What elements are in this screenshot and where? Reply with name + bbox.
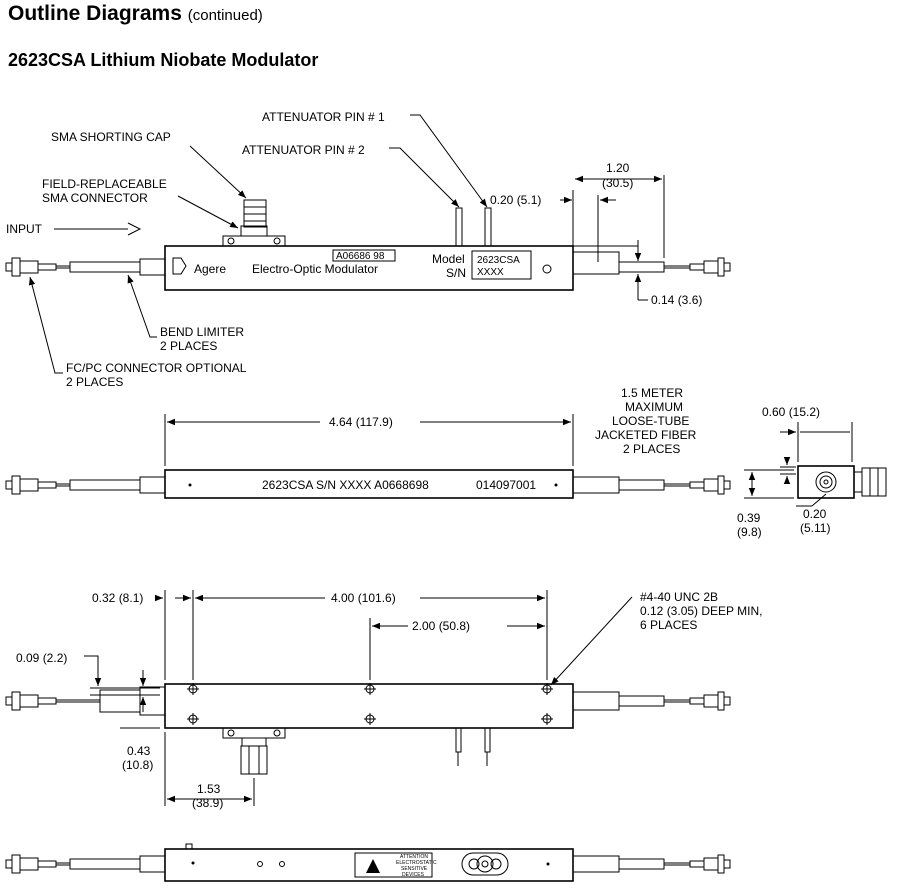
dim-fiber-offset: 0.14 (3.6) [651, 293, 702, 307]
right-fcpc-connector-3 [572, 691, 731, 711]
hole-spec-3: 6 PLACES [640, 618, 697, 632]
dim-sma-position-in: 1.53 [197, 782, 221, 796]
field-replaceable-label-1: FIELD-REPLACEABLE [42, 177, 167, 191]
model-box [471, 250, 532, 280]
brand-label: Agere [194, 262, 226, 276]
left-fcpc-connector-4 [5, 854, 166, 874]
fcpc-label-2: 2 PLACES [66, 375, 123, 389]
esd-text-4: DEVICES [402, 872, 425, 878]
modulator-body [164, 245, 574, 291]
hole-spec-1: #4-40 UNC 2B [640, 590, 718, 604]
page-title: Outline Diagrams (continued) [8, 2, 263, 26]
side-view: 2623CSA S/N XXXX A0668698 014097001 4.64… [5, 386, 887, 539]
sn-value: XXXX [477, 267, 504, 278]
hole-spec-2: 0.12 (3.05) DEEP MIN, [640, 604, 763, 618]
dim-end-height-in: 0.39 [737, 511, 761, 525]
esd-warning-icon [366, 859, 380, 873]
model-label: Model [432, 252, 465, 266]
attenuator-pins [455, 207, 492, 247]
end-view-profile [797, 465, 887, 499]
attenuator-pin-2-label: ATTENUATOR PIN # 2 [242, 143, 365, 157]
esd-warning-label [354, 852, 433, 878]
led-indicator [542, 264, 552, 274]
left-fcpc-connector-3 [5, 686, 166, 716]
attenuator-pin-1-label: ATTENUATOR PIN # 1 [262, 110, 385, 124]
dim-pin-spacing: 0.20 (5.1) [490, 193, 541, 207]
dim-sma-position-mm: (38.9) [192, 796, 223, 810]
fcpc-label-1: FC/PC CONNECTOR OPTIONAL [66, 361, 247, 375]
right-fcpc-connector-2 [572, 475, 731, 495]
left-fcpc-connector [5, 257, 70, 277]
field-replaceable-label-2: SMA CONNECTOR [42, 191, 148, 205]
part-code-box [332, 249, 396, 262]
dim-edge: 0.09 (2.2) [16, 651, 67, 665]
right-fcpc-connector-4 [572, 854, 731, 874]
dim-half-span: 2.00 (50.8) [412, 619, 470, 633]
dim-boot-length-in: 1.20 [606, 161, 630, 175]
page-subtitle: 2623CSA Lithium Niobate Modulator [8, 50, 319, 70]
right-bend-limiter [572, 251, 690, 275]
label-view: ATTENTION ELECTROSTATIC SENSITIVE DEVICE… [5, 843, 731, 882]
sma-connector-bottom [222, 727, 286, 775]
dim-end-offset-mm: (5.11) [800, 521, 830, 535]
dim-first-hole: 0.32 (8.1) [92, 591, 143, 605]
dim-hole-span: 4.00 (101.6) [331, 591, 396, 605]
dim-end-height-mm: (9.8) [737, 525, 762, 539]
esd-text-1: ATTENTION [400, 854, 428, 860]
esd-text-3: SENSITIVE [401, 866, 428, 872]
sma-connector [222, 199, 286, 247]
part-code: A06686 98 [336, 251, 385, 262]
bottom-view: 0.32 (8.1) 4.00 (101.6) 2.00 (50.8) #4-4… [5, 590, 763, 810]
attenuator-pins-bottom [455, 727, 491, 766]
modulator-body-bottom [164, 683, 574, 729]
input-label: INPUT [6, 222, 43, 236]
bend-limiter-label-2: 2 PLACES [160, 339, 217, 353]
mounting-holes [187, 683, 553, 725]
esd-text-2: ELECTROSTATIC [396, 860, 437, 866]
product-label: Electro-Optic Modulator [252, 262, 378, 276]
model-value: 2623CSA [477, 255, 520, 266]
sma-cap-label: SMA SHORTING CAP [51, 130, 171, 144]
body-code: 014097001 [476, 478, 536, 492]
top-view: Agere Electro-Optic Modulator A06686 98 … [5, 110, 731, 389]
body-marking: 2623CSA S/N XXXX A0668698 [262, 478, 429, 492]
dim-boot-length-mm: (30.5) [602, 176, 633, 190]
input-direction-arrow-icon [127, 222, 142, 236]
fiber-note-2: MAXIMUM [625, 400, 683, 414]
fiber-note-5: 2 PLACES [623, 442, 680, 456]
bend-limiter-label-1: BEND LIMITER [160, 325, 244, 339]
right-fcpc-connector [689, 257, 731, 277]
left-bend-limiter [69, 258, 166, 276]
dim-body-length: 4.64 (117.9) [329, 415, 393, 429]
dim-end-offset-in: 0.20 [803, 507, 827, 521]
modulator-body-label [164, 848, 574, 882]
fiber-note-1: 1.5 METER [621, 386, 683, 400]
fiber-note-3: LOOSE-TUBE [612, 414, 689, 428]
sn-label: S/N [446, 266, 466, 280]
dim-end-width: 0.60 (15.2) [762, 405, 820, 419]
modulator-body-side [164, 469, 574, 499]
left-fcpc-connector-2 [5, 475, 166, 495]
input-arrow-icon [172, 257, 187, 275]
page-title-suffix: (continued) [187, 7, 263, 24]
dim-depth-in: 0.43 [127, 744, 151, 758]
page-title-text: Outline Diagrams [8, 2, 182, 25]
connector-port [461, 852, 509, 876]
dim-depth-mm: (10.8) [122, 758, 153, 772]
fiber-note-4: JACKETED FIBER [595, 428, 697, 442]
